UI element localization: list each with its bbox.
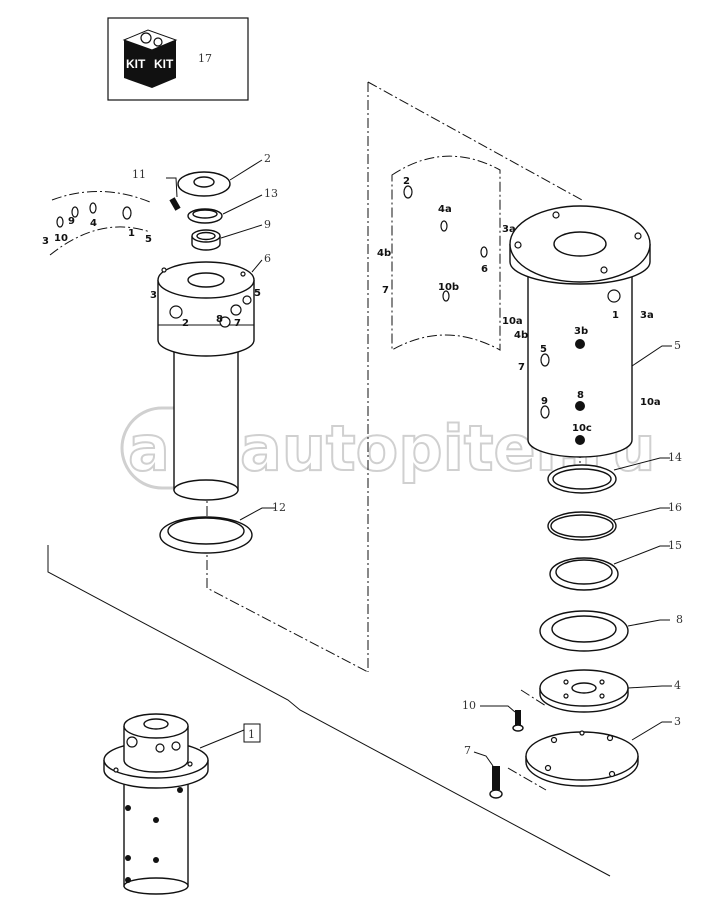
port-label: 5 [540, 344, 547, 355]
part-12-ring: 12 [159, 501, 286, 554]
port-label: 8 [577, 390, 584, 401]
kit-box: KIT KIT 17 [107, 17, 249, 101]
callout-13: 13 [264, 187, 278, 200]
port-label: 4 [90, 218, 97, 229]
port-label: 4b [514, 330, 528, 341]
part-3-cover: 3 [525, 715, 681, 787]
part-9-ring: 9 [191, 218, 271, 251]
port-label: 5 [254, 288, 261, 299]
kit-label-right: KIT [154, 57, 174, 71]
port-label: 7 [518, 362, 525, 373]
port-label: 6 [481, 264, 488, 275]
port-label: 3a [640, 310, 654, 321]
port-label: 7 [234, 318, 241, 329]
port-label: 10a [502, 316, 523, 327]
callout-8: 8 [676, 613, 683, 626]
callout-14: 14 [668, 451, 682, 464]
part-15-ring: 15 [549, 539, 682, 591]
port-label: 4b [377, 248, 391, 259]
kit-label-left: KIT [126, 57, 146, 71]
port-label: 10 [54, 233, 68, 244]
part-2-cap: 2 [177, 152, 271, 197]
part-16-ring: 16 [547, 501, 682, 541]
part-11-screw: 11 [132, 168, 181, 211]
port-label: 3 [42, 236, 49, 247]
port-label: 4a [438, 204, 452, 215]
part-4-plate: 4 [539, 669, 681, 713]
callout-15: 15 [668, 539, 682, 552]
port-label: 2 [403, 176, 410, 187]
port-label: 2 [182, 318, 189, 329]
callout-1: 1 [248, 728, 255, 741]
housing-port-detail: 2 4a 3a 4b 6 7 10b 10a [377, 155, 523, 351]
callout-6: 6 [264, 252, 271, 265]
port-label: 10c [572, 423, 592, 434]
part-1-assembly: 1 [103, 713, 261, 895]
port-label: 10b [438, 282, 459, 293]
callout-4: 4 [674, 679, 681, 692]
callout-17: 17 [198, 52, 212, 65]
port-label: 1 [612, 310, 619, 321]
port-label: 9 [68, 216, 75, 227]
port-label: 10a [640, 397, 661, 408]
callout-7: 7 [464, 744, 471, 757]
part-8-washer: 8 [539, 610, 683, 652]
port-label: 5 [145, 234, 152, 245]
callout-10: 10 [462, 699, 476, 712]
part-5-housing: 1 3a 3b 4b 5 7 9 8 10c 10a 5 [509, 205, 681, 458]
callout-16: 16 [668, 501, 682, 514]
port-label: 3a [502, 224, 516, 235]
port-label: 8 [216, 314, 223, 325]
part-6-rotor: 3 5 2 8 7 6 [150, 252, 271, 501]
rotor-ring-detail: 3 10 9 4 1 5 [42, 190, 152, 256]
part-13-seal: 13 [187, 187, 278, 224]
callout-11: 11 [132, 168, 146, 181]
callout-2: 2 [264, 152, 271, 165]
callout-12: 12 [272, 501, 286, 514]
port-label: 9 [541, 396, 548, 407]
port-label: 1 [128, 228, 135, 239]
part-7-bolt: 7 [464, 744, 503, 799]
callout-3: 3 [674, 715, 681, 728]
callout-9: 9 [264, 218, 271, 231]
callout-5: 5 [674, 339, 681, 352]
port-label: 7 [382, 285, 389, 296]
port-label: 3 [150, 290, 157, 301]
part-14-ring: 14 [547, 451, 682, 494]
part-10-bolt: 10 [462, 699, 524, 732]
port-label: 3b [574, 326, 588, 337]
